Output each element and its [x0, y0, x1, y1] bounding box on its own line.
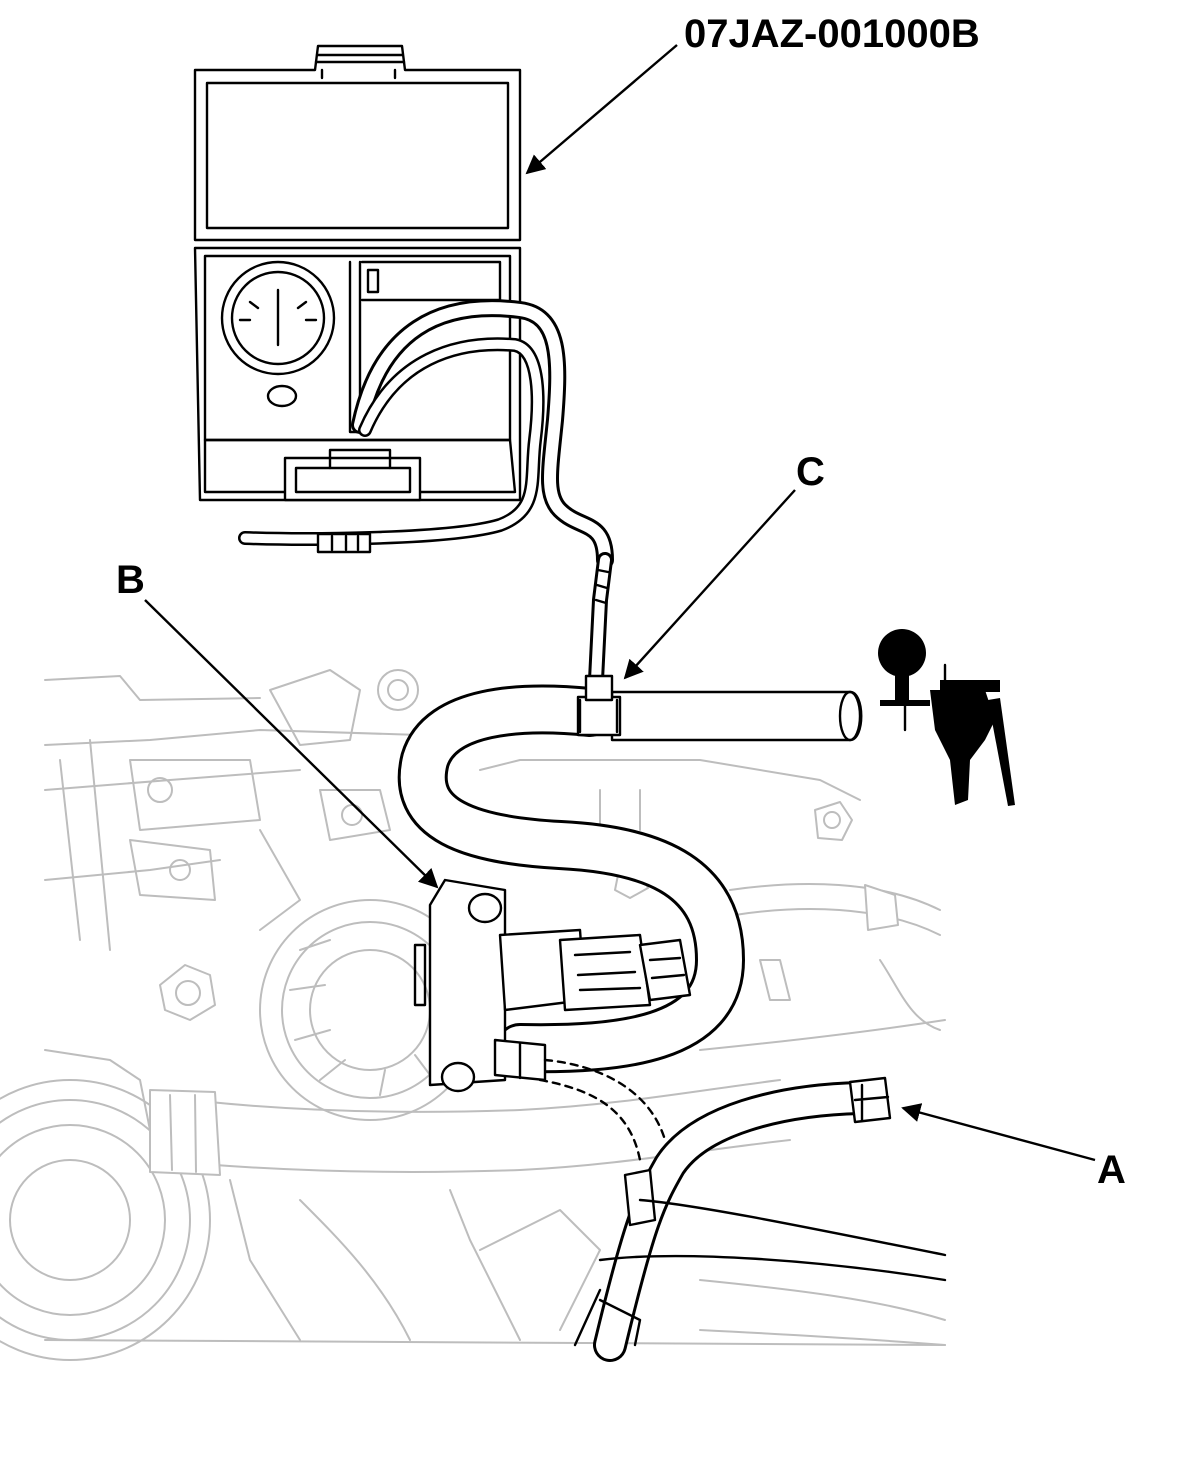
leader-a: [901, 1103, 1096, 1162]
callout-b-label: B: [116, 558, 145, 602]
tool-part-number-label: 07JAZ-001000B: [684, 12, 980, 56]
leader-b: [144, 599, 439, 889]
pressure-gauge-icon: [220, 260, 336, 376]
callout-c-label: C: [796, 450, 825, 494]
callout-a-label: A: [1097, 1148, 1126, 1192]
leader-c: [623, 489, 796, 680]
hose-a: [538, 1058, 947, 1362]
leader-tool: [525, 44, 678, 175]
engine-bay-illustration: [0, 669, 946, 1361]
leader-lines: [144, 44, 1096, 1162]
pressure-tester-case-icon: [193, 44, 614, 688]
vacuum-pump-icon: [878, 629, 1015, 806]
test-hose-assembly: [397, 674, 863, 1074]
